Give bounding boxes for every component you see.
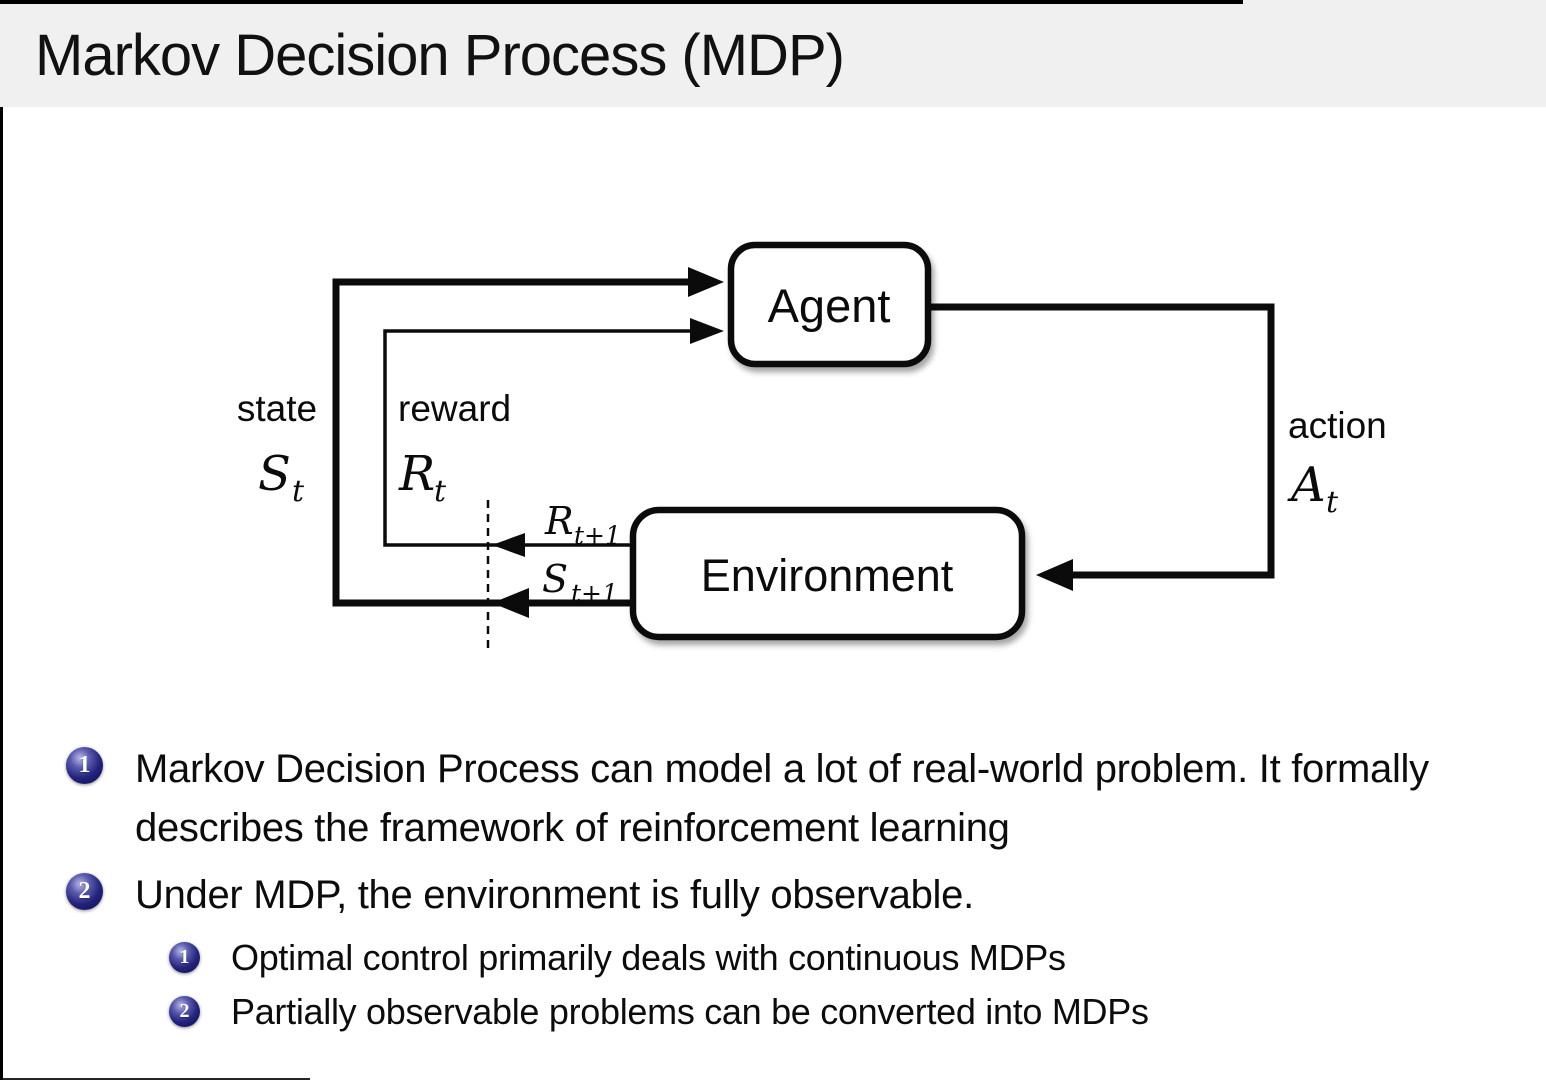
arrowhead-action-into-environment [1036, 559, 1073, 591]
action-loop-line [931, 303, 1275, 579]
reward-label: reward [398, 388, 511, 429]
window-edge-top [0, 0, 1243, 4]
bullet-1-number-badge: 1 [66, 747, 103, 784]
bullet-item-2: 2 Under MDP, the environment is fully ob… [66, 866, 974, 925]
agent-box-label: Agent [768, 279, 891, 332]
bullet-1-text: Markov Decision Process can model a lot … [135, 747, 1429, 850]
reward-symbol: R [398, 446, 435, 502]
next-reward-subscript: t+1 [574, 521, 621, 550]
arrowhead-state-into-agent [688, 267, 724, 297]
next-state-subscript: t+1 [571, 579, 618, 608]
next-state-symbol: S [542, 557, 568, 601]
state-loop-line [332, 278, 714, 607]
action-symbol: A [1287, 457, 1326, 513]
slide-title: Markov Decision Process (MDP) [35, 23, 845, 88]
slide-title-bar: Markov Decision Process (MDP) [0, 0, 1546, 107]
action-subscript: t [1326, 485, 1339, 520]
state-subscript: t [292, 474, 305, 509]
sub-bullet-2-text: Partially observable problems can be con… [231, 991, 1149, 1032]
bullet-2-text: Under MDP, the environment is fully obse… [135, 873, 974, 917]
state-symbol: S [258, 446, 291, 502]
agent-box [727, 241, 932, 368]
sub-bullet-item-1: 1 Optimal control primarily deals with c… [169, 936, 1066, 980]
action-label: action [1288, 405, 1387, 446]
environment-box [629, 506, 1026, 641]
arrowhead-next-state [492, 588, 529, 618]
window-edge-left [0, 0, 3, 1080]
reward-subscript: t [434, 474, 447, 509]
sub-bullet-item-2: 2 Partially observable problems can be c… [169, 990, 1149, 1034]
state-label: state [237, 388, 317, 429]
arrowhead-next-reward [492, 533, 525, 557]
window-edge-bottom [0, 1078, 310, 1080]
bullet-item-1: 1 Markov Decision Process can model a lo… [66, 740, 1503, 858]
arrowhead-reward-into-agent [690, 318, 724, 344]
environment-box-label: Environment [701, 550, 954, 601]
mdp-agent-environment-diagram: Agent Environment state reward action S … [237, 241, 1387, 650]
bullet-2-number-badge: 2 [66, 873, 103, 910]
sub-bullet-1-text: Optimal control primarily deals with con… [231, 937, 1066, 978]
sub-bullet-2-number-badge: 2 [169, 996, 200, 1027]
next-reward-symbol: R [544, 499, 574, 543]
sub-bullet-1-number-badge: 1 [169, 942, 200, 973]
